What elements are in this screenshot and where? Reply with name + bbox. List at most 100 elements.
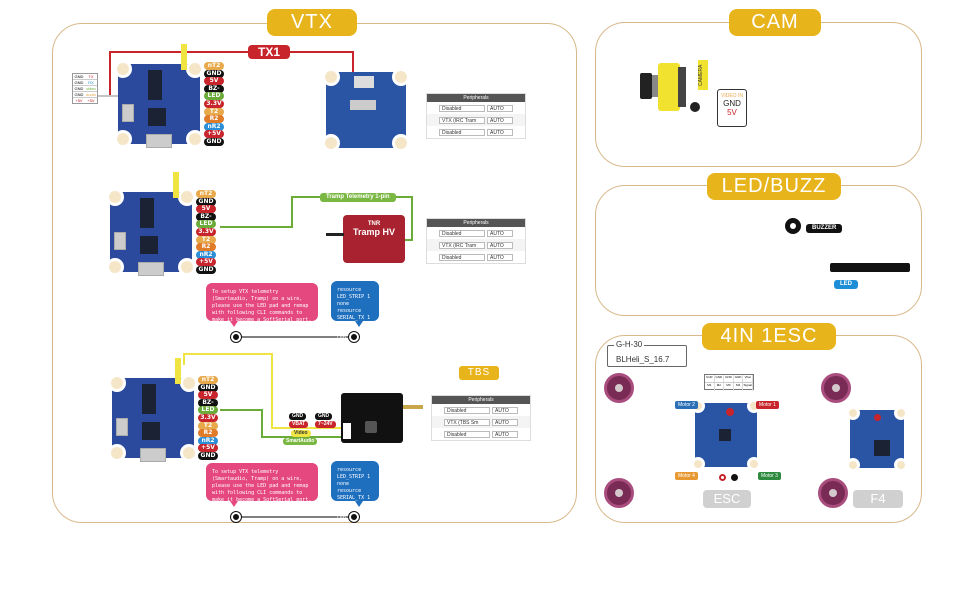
fc-pin-label: LED — [204, 92, 224, 101]
function-select[interactable]: Disabled — [439, 104, 485, 112]
smartaudio-wire — [220, 409, 342, 438]
esc-connector-cell: M3 — [724, 383, 734, 391]
fc-pin-label: 5V — [196, 205, 216, 214]
led-label: LED — [834, 280, 858, 289]
connector-node — [349, 332, 359, 342]
fc-pin-label: R2 — [198, 429, 218, 438]
function-select[interactable]: Disabled — [439, 229, 485, 237]
camera — [640, 63, 692, 111]
motor-3 — [818, 478, 848, 508]
fc-pin-label: 3.3V — [204, 100, 224, 108]
speed-select[interactable]: AUTO — [487, 253, 513, 261]
speed-select[interactable]: AUTO — [492, 418, 518, 426]
connector-node — [231, 332, 241, 342]
led-buzz-title: LED/BUZZ — [707, 173, 841, 200]
fc-pin-label: BZ- — [198, 398, 218, 407]
motor-label: Motor 1 — [756, 401, 779, 409]
esc-connector-cell: GND — [715, 375, 725, 382]
fc-pin-label: GND — [198, 452, 218, 460]
fc-pin-label: GND — [204, 138, 224, 146]
speed-select[interactable]: AUTO — [492, 430, 518, 438]
fc-pin-label: 5V — [198, 391, 218, 400]
led-strip — [830, 263, 910, 272]
fc-pin-label: +5V — [196, 258, 216, 267]
connector-node — [349, 512, 359, 522]
fc-pcb — [106, 188, 196, 276]
buzzer-label: BUZZER — [806, 224, 843, 233]
fc-pin-label: T2 — [196, 235, 216, 244]
vbat-wire-label: VBAT — [289, 421, 309, 428]
speed-select[interactable]: AUTO — [487, 104, 513, 112]
function-select[interactable]: VTX (TBS Sm — [444, 418, 490, 426]
firmware-box: G-H-30 BLHeli_S_16.7 — [607, 340, 687, 367]
fc-pin-label: R2 — [204, 115, 224, 124]
vtx-title: VTX — [267, 9, 357, 36]
fc-pin-label: nR2 — [204, 122, 224, 131]
function-select[interactable]: Disabled — [439, 253, 485, 261]
fc-pin-label: nR2 — [198, 436, 218, 445]
function-select[interactable]: Disabled — [439, 128, 485, 136]
esc-connector-cell: GND — [734, 375, 744, 382]
fc-label: F4 — [853, 490, 903, 508]
function-select[interactable]: VTX (IRC Tram — [439, 116, 485, 124]
speed-select[interactable]: AUTO — [487, 116, 513, 124]
speed-select[interactable]: AUTO — [487, 241, 513, 249]
esc-connector-cell: GND — [724, 375, 734, 382]
buzzer-icon — [785, 218, 801, 234]
speed-select[interactable]: AUTO — [487, 229, 513, 237]
motor-2 — [604, 373, 634, 403]
cam-plug — [690, 102, 700, 112]
motor-4 — [604, 478, 634, 508]
gnd-wire-label: GND — [315, 413, 333, 420]
led-buzz-panel — [595, 185, 922, 316]
fc-pcb — [108, 374, 198, 462]
tx1-label: TX1 — [248, 45, 291, 59]
motor-1 — [821, 373, 851, 403]
motor-label: Motor 4 — [675, 472, 698, 480]
antenna-cable — [326, 233, 344, 236]
fc-pin-label: BZ- — [204, 84, 224, 93]
camera-label: CAMERA — [698, 60, 708, 90]
esc-connector-cell: Vbat — [743, 375, 753, 382]
smartaudio-wire-label: SmartAudio — [283, 438, 318, 445]
esc-connector-cell: M2 — [715, 383, 725, 391]
cli-commands-note: resource LED_STRIP 1 none resource SERIA… — [331, 461, 379, 529]
vbat-range-label: 7~24V — [315, 421, 336, 428]
motor-label: Motor 3 — [758, 472, 781, 480]
fc-pin-label: nT2 — [204, 62, 224, 70]
function-select[interactable]: Disabled — [444, 430, 490, 438]
speed-select[interactable]: AUTO — [492, 406, 518, 414]
function-select[interactable]: VTX (IRC Tram — [439, 241, 485, 249]
video-out-pad — [175, 358, 181, 384]
tbs-label: TBS — [459, 366, 499, 380]
fc-pin-label: GND — [198, 383, 218, 392]
function-select[interactable]: Disabled — [444, 406, 490, 414]
video-out-pad — [181, 44, 187, 70]
fc-pin-label: GND — [196, 266, 216, 274]
fc-pcb — [114, 60, 204, 148]
cam-pin-box: VIDEO IN GND 5V — [717, 89, 747, 127]
tramp-telemetry-label: Tramp Telemetry 1-pin — [320, 193, 396, 202]
tbs-unify-vtx — [341, 393, 403, 443]
cam-title: CAM — [729, 9, 821, 36]
fc-pin-label: 3.3V — [198, 414, 218, 422]
speed-select[interactable]: AUTO — [487, 128, 513, 136]
connector-node — [231, 512, 241, 522]
fc-pin-label: 5V — [204, 77, 224, 86]
vtx-module — [322, 68, 410, 152]
setup-note: To setup VTX telemetry (Smartaudio, Tram… — [206, 463, 318, 507]
fc-pin-label: BZ- — [196, 212, 216, 221]
setup-note: To setup VTX telemetry (Smartaudio, Tram… — [206, 283, 318, 327]
fc-pin-label: nT2 — [196, 190, 216, 198]
esc-connector-cell: M1 — [705, 383, 715, 391]
cli-commands-note: resource LED_STRIP 1 none resource SERIA… — [331, 281, 379, 349]
gnd-wire-label: GND — [289, 413, 307, 420]
fc-pin-label: GND — [196, 197, 216, 206]
video-wire-label: Video — [291, 430, 311, 437]
